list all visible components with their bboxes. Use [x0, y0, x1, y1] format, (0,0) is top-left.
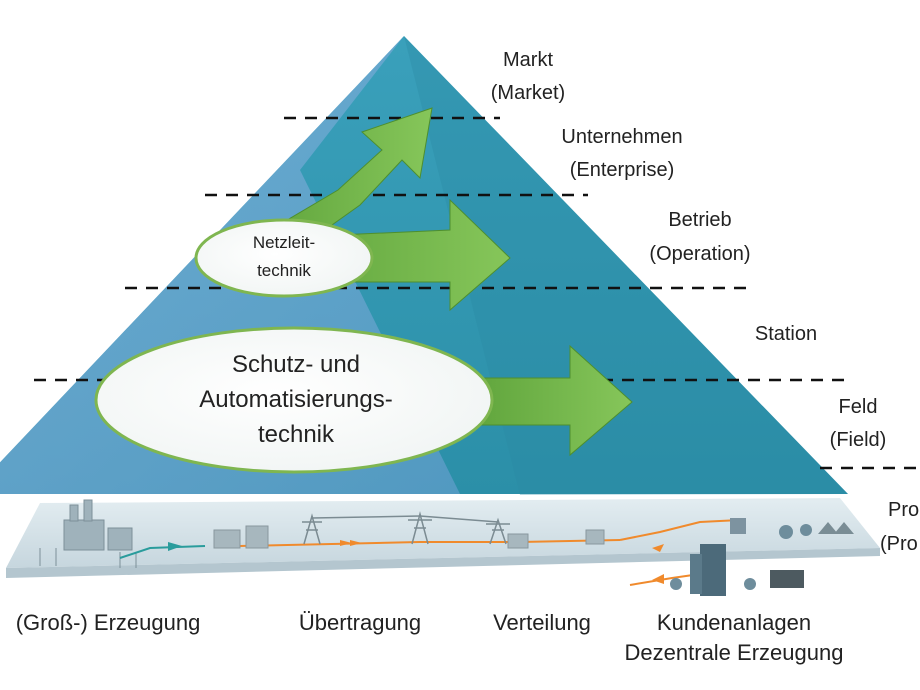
label-station: Station — [755, 323, 817, 345]
orange-customer-line-2 — [629, 573, 701, 586]
level-labels: Markt (Market) Unternehmen (Enterprise) … — [491, 49, 919, 555]
label-process-de: Pro — [888, 499, 919, 521]
label-market-en: (Market) — [491, 82, 565, 104]
teal-arrow-icon — [168, 542, 182, 551]
customer-buildings-icon — [670, 518, 854, 596]
netzleit-line1: Netzleit- — [253, 233, 315, 252]
grid-platform — [6, 498, 880, 596]
power-plant-icon — [39, 499, 137, 568]
label-process-en: (Pro — [880, 533, 918, 555]
platform-front — [6, 548, 880, 578]
label-field-en: (Field) — [830, 429, 887, 451]
label-operation-en: (Operation) — [649, 243, 750, 265]
netzleit-bubble — [194, 218, 374, 298]
substation-icon — [213, 525, 605, 549]
orange-arrows-icon — [340, 540, 664, 584]
orange-line — [239, 539, 621, 547]
label-market-de: Markt — [503, 49, 553, 71]
label-erzeugung: (Groß-) Erzeugung — [16, 610, 201, 635]
label-enterprise-en: (Enterprise) — [570, 159, 674, 181]
label-operation-de: Betrieb — [668, 209, 731, 231]
schutz-line1: Schutz- und — [232, 351, 360, 378]
bottom-labels: (Groß-) Erzeugung Übertragung Verteilung… — [16, 610, 844, 665]
label-field-de: Feld — [839, 396, 878, 418]
label-verteilung: Verteilung — [493, 610, 591, 635]
label-enterprise-de: Unternehmen — [561, 126, 682, 148]
netzleit-line2: technik — [257, 261, 311, 280]
schutz-line3: technik — [258, 421, 335, 448]
label-uebertragung: Übertragung — [299, 610, 421, 635]
orange-customer-line — [619, 519, 741, 541]
teal-line — [119, 545, 206, 559]
label-kundenanlagen: Kundenanlagen — [657, 610, 811, 635]
transmission-tower-icons — [302, 511, 510, 545]
schutz-line2: Automatisierungs- — [199, 386, 392, 413]
label-dezentrale-erzeugung: Dezentrale Erzeugung — [625, 640, 844, 665]
schutz-bubble — [94, 326, 494, 474]
platform-top — [6, 498, 880, 568]
